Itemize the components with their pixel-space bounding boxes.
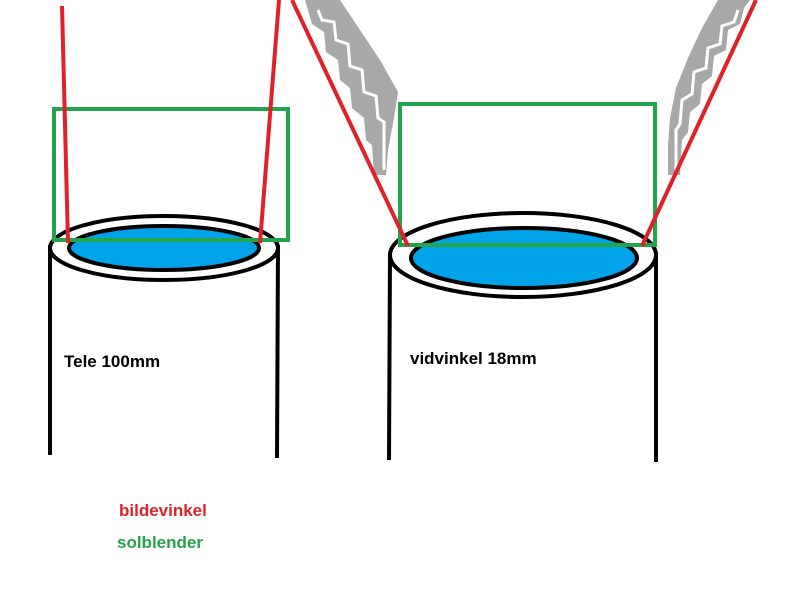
scenery-left bbox=[305, 0, 398, 175]
tele-angle-line-left bbox=[60, 5, 70, 244]
tele-lens-hood bbox=[52, 107, 290, 242]
tele-body-right-edge bbox=[275, 244, 280, 459]
wide-lens-hood bbox=[398, 102, 657, 247]
wide-front-element bbox=[409, 226, 639, 290]
wide-body-left-edge bbox=[387, 251, 392, 461]
legend-lens-hood: solblender bbox=[117, 533, 203, 552]
scenery-right bbox=[668, 0, 750, 175]
wide-lens bbox=[290, 0, 758, 462]
wide-lens-label: vidvinkel 18mm bbox=[410, 349, 537, 368]
tele-lens-label: Tele 100mm bbox=[64, 352, 161, 371]
wide-angle-line-right bbox=[640, 0, 758, 247]
tele-angle-line-right bbox=[258, 0, 281, 244]
tele-front-element bbox=[67, 224, 261, 272]
wide-angle-line-left bbox=[290, 0, 410, 247]
tele-lens bbox=[48, 0, 290, 459]
legend-angle-of-view: bildevinkel bbox=[119, 501, 207, 520]
